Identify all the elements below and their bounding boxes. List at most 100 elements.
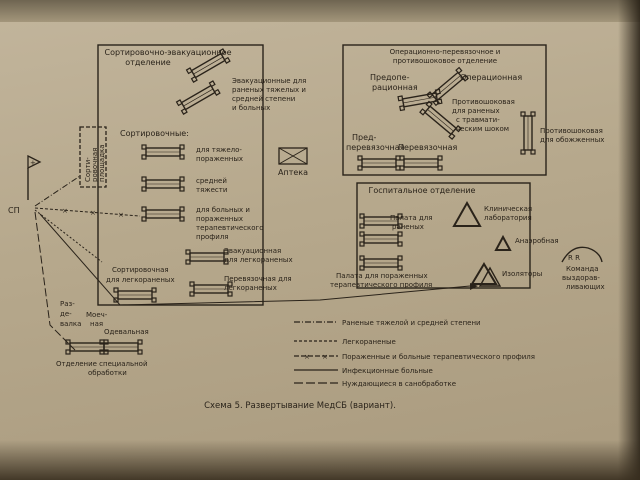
svg-text:×: × (62, 207, 68, 215)
ward-wounded-2: раненых (392, 223, 424, 231)
sorting-dept-title-2: отделение (125, 58, 170, 67)
sort-medium-2: тяжести (196, 186, 227, 194)
operating-department: Операционно-перевязочное и противошоково… (342, 44, 604, 176)
svg-text:×: × (118, 211, 124, 219)
legend: Раненые тяжелой и средней степени Легкор… (294, 319, 535, 388)
flow-lines: × × × (34, 175, 478, 351)
preop-1: Предопе- (370, 73, 410, 82)
clinical-lab-1: Клиническая (484, 205, 532, 213)
evac-severe-label-2: раненых тяжелых и (232, 86, 306, 94)
antishock-burn-2: для обожженных (540, 136, 604, 144)
tent-icon (175, 80, 221, 115)
legend-item: Инфекционные больные (294, 367, 433, 375)
legend-label: Нуждающиеся в санобработке (342, 380, 456, 388)
recovery-tent-icon (561, 246, 603, 263)
antishock-trauma-4: ческим шоком (456, 125, 509, 133)
tent-icon (399, 155, 443, 171)
operating-label: Операционная (460, 73, 522, 82)
operating-dept-title-1: Операционно-перевязочное и (390, 48, 501, 56)
ward-therapeutic-1: Палата для пораженных (336, 272, 428, 280)
svg-text:×: × (304, 353, 310, 361)
tent-icon (141, 206, 185, 222)
hospital-dept-title: Госпитальное отделение (369, 186, 476, 195)
sort-therapeutic-3: терапевтического (196, 224, 264, 232)
antishock-trauma-1: Противошоковая (452, 98, 515, 106)
isolation-triangle-icon (470, 262, 498, 285)
legend-label: Инфекционные больные (342, 367, 433, 375)
evac-light-2: для легкораненых (224, 256, 293, 264)
sort-heavy-1: для тяжело- (196, 146, 242, 154)
page-right-shadow (618, 0, 640, 480)
undressing-1: Раз- (60, 300, 75, 308)
predressing-2: перевязочная (346, 143, 405, 152)
pharmacy-label: Аптека (278, 168, 308, 177)
anaerobic-triangle-icon (494, 234, 512, 251)
tent-icon (359, 255, 403, 271)
tent-icon (65, 339, 109, 355)
sorting-dept-frame (97, 44, 264, 306)
tent-icon (359, 231, 403, 247)
svg-text:×: × (90, 209, 96, 217)
sorting-yard-label-1: Сорти- (84, 157, 92, 182)
sorting-yard-label-3: площадка (98, 144, 106, 182)
page-bottom-shadow (0, 440, 640, 480)
tent-icon (185, 249, 229, 265)
special-dept-label-1: Отделение специальной (56, 360, 148, 368)
recovery-label-1: Команда (566, 265, 599, 273)
special-dept-label-2: обработки (88, 369, 127, 377)
evac-light-1: Эвакуационная (224, 247, 281, 255)
sort-therapeutic-4: профиля (196, 233, 229, 241)
dressing-room-label: Одевальная (104, 328, 149, 336)
tent-icon (113, 287, 157, 303)
ward-wounded-1: Палата для (390, 214, 432, 222)
page-top-edge (0, 0, 640, 22)
legend-label: Пораженные и больные терапевтического пр… (342, 353, 535, 361)
pharmacy: Аптека (278, 147, 308, 177)
sp-label: СП (8, 206, 20, 215)
legend-label: Раненые тяжелой и средней степени (342, 319, 481, 327)
isolation-label: Изоляторы (502, 270, 542, 278)
washing-2: ная (90, 320, 103, 328)
clinical-lab-triangle-icon (452, 200, 482, 227)
sort-heavy-2: пораженных (196, 155, 243, 163)
sort-light-1: Сортировочная (112, 266, 169, 274)
operating-dept-frame (342, 44, 547, 176)
legend-item: Нуждающиеся в санобработке (294, 380, 456, 388)
undressing-2: де- (60, 310, 72, 318)
legend-item: × × Пораженные и больные терапевтического… (294, 353, 535, 361)
svg-text:R R: R R (568, 254, 580, 262)
legend-item: Раненые тяжелой и средней степени (294, 319, 481, 327)
sort-light-2: для легкораненых (106, 276, 175, 284)
pharmacy-box (278, 147, 308, 165)
recovery-label-3: ливающих (566, 283, 605, 291)
tent-icon (520, 111, 536, 155)
sp-checkpoint: + СП (8, 154, 42, 215)
evac-severe-label-3: средней степени (232, 95, 295, 103)
hospital-department: Госпитальное отделение Палата для ранены… (330, 182, 559, 289)
tent-icon (357, 155, 401, 171)
svg-text:×: × (322, 353, 328, 361)
evac-severe-label-4: и больных (232, 104, 270, 112)
antishock-trauma-2: для раненых (452, 107, 500, 115)
tent-icon (99, 339, 143, 355)
sorting-yard-box (79, 126, 107, 188)
dressing-label: Перевязочная (398, 143, 457, 152)
figure-caption: Схема 5. Развертывание МедСБ (вариант). (204, 401, 396, 411)
recovery-label-2: выздорав- (562, 274, 600, 282)
preop-2: рационная (372, 83, 418, 92)
tent-icon (141, 144, 185, 160)
evac-severe-tents (175, 48, 231, 115)
recovery-team: R R Команда выздорав- ливающих (561, 246, 605, 291)
tent-icon (141, 176, 185, 192)
flag-icon (27, 154, 42, 170)
sorting-dept-title-1: Сортировочно-эвакуационное (104, 48, 231, 57)
sorting-yard-label-2: ровочная (91, 148, 99, 182)
sorting-label: Сортировочные: (120, 129, 189, 138)
antishock-burn-1: Противошоковая (540, 127, 603, 135)
svg-text:+: + (30, 159, 36, 167)
legend-label: Легкораненые (342, 338, 396, 346)
sort-therapeutic-2: пораженных (196, 215, 243, 223)
sorting-evacuation-department: Сортировочно-эвакуационное отделение Эва… (79, 44, 306, 306)
